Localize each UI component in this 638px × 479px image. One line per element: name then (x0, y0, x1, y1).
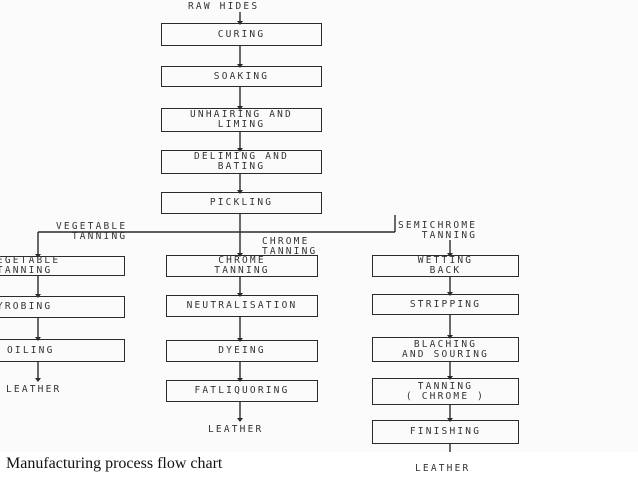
semi-step-stripping-label: STRIPPING (409, 298, 482, 310)
chrome-step-neutralisation-label: NEUTRALISATION (186, 300, 298, 311)
step-deliming-bating: DELIMING AND BATING (161, 150, 322, 174)
semi-step-blaching-souring: BLACHING AND SOURING (372, 337, 519, 362)
semi-step-stripping: STRIPPING (372, 294, 519, 315)
semi-output-leather: LEATHER (415, 463, 471, 474)
semi-step-wetting-back: WETTING BACK (372, 255, 519, 277)
semi-step-finishing: FINISHING (372, 420, 519, 444)
chrome-step-fatliquoring: FATLIQUORING (166, 380, 318, 402)
veg-step-tanning: VEGETABLE TANNING (0, 256, 125, 276)
veg-step-hyrobing-label: HYROBING (0, 301, 53, 312)
semi-step-blaching-label: BLACHING AND SOURING (401, 338, 490, 360)
chrome-output-leather: LEATHER (208, 424, 264, 435)
veg-step-hyrobing: HYROBING (0, 296, 125, 318)
semi-step-tanning-label: TANNING ( CHROME ) (405, 380, 486, 402)
veg-output-leather: LEATHER (6, 384, 62, 395)
step-pickling-label: PICKLING (209, 197, 274, 208)
branch-label-chrome: CHROME TANNING (262, 236, 318, 257)
chrome-step-dyeing-label: DYEING (218, 345, 266, 356)
semi-step-finishing-label: FINISHING (409, 426, 482, 437)
step-curing-label: CURING (217, 28, 266, 40)
chrome-step-fatliquoring-label: FATLIQUORING (194, 385, 290, 396)
chrome-step-neutralisation: NEUTRALISATION (166, 295, 318, 317)
step-deliming-label: DELIMING AND BATING (193, 151, 290, 172)
veg-step-oiling: OILING (0, 339, 125, 362)
step-pickling: PICKLING (161, 192, 322, 214)
raw-hides-label: RAW HIDES (188, 1, 260, 12)
veg-step-oiling-label: OILING (7, 344, 55, 356)
veg-step-tanning-label: VEGETABLE TANNING (0, 255, 61, 276)
semi-step-tanning-chrome: TANNING ( CHROME ) (372, 378, 519, 405)
caption-text: Manufacturing process flow chart (6, 455, 223, 472)
step-unhairing-liming: UNHAIRING AND LIMING (161, 108, 322, 132)
chrome-step-dyeing: DYEING (166, 340, 318, 362)
chrome-step-tanning: CHROME TANNING (166, 255, 318, 277)
branch-label-vegetable: VEGETABLE TANNING (56, 221, 128, 242)
semi-step-wetting-back-label: WETTING BACK (417, 255, 474, 276)
chrome-step-tanning-label: CHROME TANNING (214, 255, 270, 276)
step-soaking-label: SOAKING (213, 70, 270, 82)
step-unhairing-label: UNHAIRING AND LIMING (190, 109, 293, 130)
step-curing: CURING (161, 23, 322, 46)
caption-bar: Manufacturing process flow chart (0, 452, 638, 479)
branch-label-semichrome: SEMICHROME TANNING (398, 220, 478, 241)
step-soaking: SOAKING (161, 66, 322, 87)
